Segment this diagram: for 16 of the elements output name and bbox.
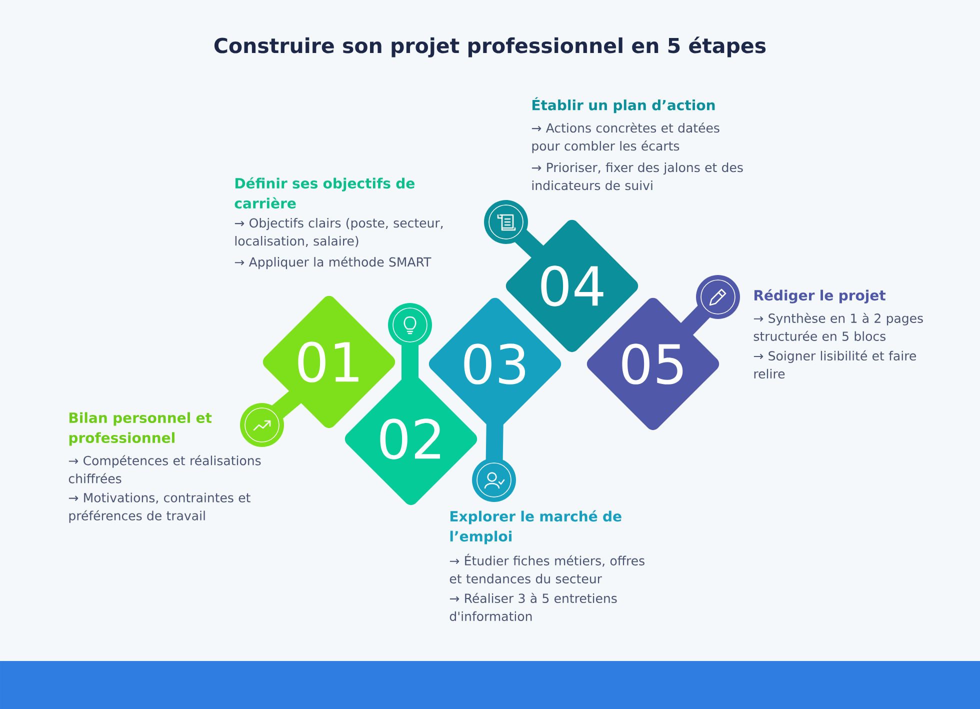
- bullet-text: → Actions concrètes et datées pour combler les écarts: [532, 122, 720, 154]
- step-heading: Établir un plan d’action: [532, 97, 715, 114]
- bullet-text: → Étudier fiches métiers, offres et tendances du secteur: [450, 554, 644, 584]
- bullet-text: → Appliquer la méthode SMART: [234, 256, 432, 270]
- step-heading: Définir ses objectifs de carrière: [234, 177, 414, 209]
- bullet-text: → Synthèse en 1 à 2 pages structurée en 5 blocs: [754, 312, 923, 341]
- title: Construire son projet professionnel en 5 étapes: [214, 36, 766, 58]
- step-heading: Bilan personnel et professionnel: [69, 412, 212, 446]
- step-heading: Explorer le marché de l’emploi: [450, 510, 622, 544]
- step-heading: Rédiger le projet: [754, 289, 886, 304]
- bullet-text: → Compétences et réalisations chiffrées: [68, 455, 261, 484]
- bullet-text: → Réaliser 3 à 5 entretiens d'information: [450, 592, 617, 622]
- bullet-text: → Objectifs clairs (poste, secteur, localisation, salaire): [234, 218, 443, 248]
- bullet-text: → Motivations, contraintes et préférences de travail: [68, 492, 250, 523]
- bullet-text: → Soigner lisibilité et faire relire: [754, 350, 916, 379]
- bullet-text: → Prioriser, fixer des jalons et des indicateurs de suivi: [532, 162, 743, 190]
